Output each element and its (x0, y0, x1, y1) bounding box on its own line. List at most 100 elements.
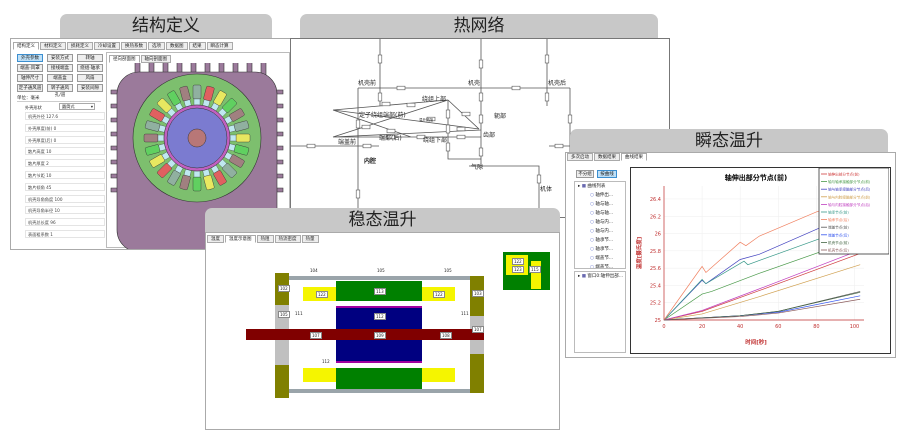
field-row[interactable]: 表面粗系数 1 (25, 230, 105, 238)
node-frame: 机体 (540, 185, 552, 193)
series-line-5 (663, 223, 861, 321)
node-winding-top: 绕组上部 (422, 95, 446, 103)
field-value: 45 (46, 184, 52, 190)
structure-button-8[interactable]: 风扇 (77, 74, 103, 82)
field-row[interactable]: 散片节距 10 (25, 171, 105, 179)
curve-tree-item[interactable]: ○ 轴与内... (590, 220, 614, 225)
transient-tab-1[interactable]: 数据结果 (594, 153, 620, 161)
structure-window: 结构定义材料定义损耗定义冷却设置换热系数选项数据图结果瞬态计算 外壳参数安装方式… (10, 38, 292, 250)
node-endcap-front: 端盖前 (338, 138, 356, 146)
view-tab-1[interactable]: 轴向剖面图 (140, 55, 171, 63)
legend-entry: 机壳节点(前) (828, 240, 849, 245)
transient-tab-0[interactable]: 多次启动 (567, 153, 593, 161)
y-tick-label: 26 (655, 232, 661, 238)
structure-button-7[interactable]: 端盖盒 (47, 74, 73, 82)
series-line-0 (663, 253, 861, 321)
field-row[interactable]: 散片厚度 2 (25, 159, 105, 168)
legend-entry: 端盖节点(后) (828, 232, 849, 237)
curve-tree-item[interactable]: ○ 轴承节... (590, 238, 614, 243)
curve-tree-item[interactable]: ○ 端盖节... (590, 256, 614, 261)
series-line-10 (663, 298, 861, 321)
steady-title: 稳态温升 (205, 208, 560, 232)
bottom-casing (285, 389, 474, 393)
structure-tab-4[interactable]: 换热系数 (121, 42, 147, 50)
curve-tree-item[interactable]: ○ 轴与轴... (590, 202, 614, 207)
structure-tab-5[interactable]: 选项 (148, 42, 165, 50)
transient-tab-2[interactable]: 曲线结果 (621, 153, 647, 161)
resistor (361, 124, 371, 130)
stator-slot (143, 133, 159, 143)
window-tree-item[interactable]: ▸ ■ 窗口0:轴伸出部... (578, 274, 624, 279)
field-row[interactable]: 散片高度 10 (25, 147, 105, 156)
tree-root[interactable]: ▸ ■ 曲线列表 (578, 184, 606, 189)
structure-tab-8[interactable]: 瞬态计算 (206, 42, 233, 50)
structure-tab-0[interactable]: 结构定义 (13, 42, 39, 50)
field-row[interactable]: 机壳外径 127.6 (25, 112, 105, 120)
structure-tab-1[interactable]: 材料定义 (40, 42, 66, 50)
curve-tree-item[interactable]: ○ 轴与内... (590, 229, 614, 234)
y-axis-label: 温度[摄氏度] (635, 236, 643, 269)
field-row[interactable]: 外壳厚度(后) 0 (25, 135, 105, 144)
structure-button-10[interactable]: 转子通风孔/道 (47, 84, 73, 98)
chart-title: 轴伸出部分节点(前) (725, 173, 787, 182)
resistor (377, 92, 383, 102)
circle-icon: ○ (590, 265, 596, 269)
curve-tree[interactable]: ▸ ■ 曲线列表 ○ 轴伸出... ○ 轴与轴... ○ 轴与轴... ○ 轴与内..… (574, 181, 626, 269)
y-tick-label: 26.2 (650, 214, 661, 220)
node-label-s3: 108 (440, 332, 452, 339)
structure-button-3[interactable]: 端盖·风罩 (17, 64, 43, 72)
series-line-3 (663, 264, 861, 321)
field-row[interactable]: 机壳总长度 96 (25, 218, 105, 227)
view-tab-0[interactable]: 径向剖面图 (109, 55, 140, 63)
node-label-b: 112 (374, 313, 386, 320)
structure-button-0[interactable]: 外壳参数 (17, 54, 43, 62)
field-label: 外壳厚度(后) (28, 137, 53, 143)
shaft (187, 128, 207, 148)
field-value: 2 (46, 161, 49, 167)
resistor (355, 119, 361, 129)
legend-entry: 轴与内腔接触部分节点(前) (828, 194, 871, 199)
structure-button-9[interactable]: 定子通风道 (17, 84, 43, 92)
node-label-i2: 123 (512, 266, 524, 273)
steady-tab-0[interactable]: 温度 (207, 235, 224, 243)
field-value: 1 (50, 232, 53, 237)
structure-button-2[interactable]: 转轴 (77, 54, 103, 62)
structure-tab-3[interactable]: 冷却设置 (94, 42, 120, 50)
field-row[interactable]: 机壳导角角度 100 (25, 194, 105, 203)
steady-tab-3[interactable]: 热流密度 (274, 235, 301, 243)
field-row[interactable]: 外壳厚度(前) 0 (25, 123, 105, 132)
node-casing-front: 机壳前 (358, 79, 376, 87)
no-group-button[interactable]: 不分组 (576, 170, 594, 178)
resistor (386, 134, 396, 140)
series-line-6 (663, 196, 861, 321)
legend-entry: 轴承节点(后) (828, 217, 849, 222)
structure-tab-7[interactable]: 结果 (188, 42, 206, 50)
curve-tree-item[interactable]: ○ 端盖节... (590, 265, 614, 269)
structure-button-1[interactable]: 安装方式 (47, 54, 73, 62)
node-winding-bottom: 绕组下部 (423, 136, 447, 144)
by-curve-button[interactable]: 按曲线 (597, 170, 617, 178)
rotor-edge (336, 361, 422, 363)
field-row[interactable]: 机壳导角半径 10 (25, 206, 105, 215)
field-row[interactable]: 散片倾角 45 (25, 182, 105, 191)
steady-tab-1[interactable]: 温度示意图 (225, 235, 256, 243)
curve-tree-item[interactable]: ○ 轴伸出... (590, 193, 614, 198)
field-value: 127.6 (46, 114, 59, 119)
structure-button-6[interactable]: 轴伸尺寸 (17, 74, 43, 82)
resistor (478, 92, 484, 102)
node-label-top2: 105 (377, 268, 385, 273)
structure-button-11[interactable]: 安装间隙 (77, 84, 103, 92)
structure-button-4[interactable]: 接线端盒 (47, 64, 73, 72)
structure-button-5[interactable]: 绕组·轴承 (77, 64, 103, 72)
structure-tab-2[interactable]: 损耗定义 (67, 42, 93, 50)
steady-tab-2[interactable]: 热阻 (256, 235, 274, 243)
steady-tab-4[interactable]: 热量 (301, 235, 319, 243)
structure-title: 结构定义 (60, 14, 272, 38)
x-tick-label: 60 (775, 324, 781, 330)
transient-title: 瞬态温升 (570, 129, 888, 153)
curve-tree-item[interactable]: ○ 轴承节... (590, 247, 614, 252)
shape-select[interactable]: 圆筒式▾ (59, 103, 95, 110)
window-tree[interactable]: ▸ ■ 窗口0:轴伸出部... (574, 271, 626, 353)
curve-tree-item[interactable]: ○ 轴与轴... (590, 211, 614, 216)
structure-tab-6[interactable]: 数据图 (166, 42, 188, 50)
